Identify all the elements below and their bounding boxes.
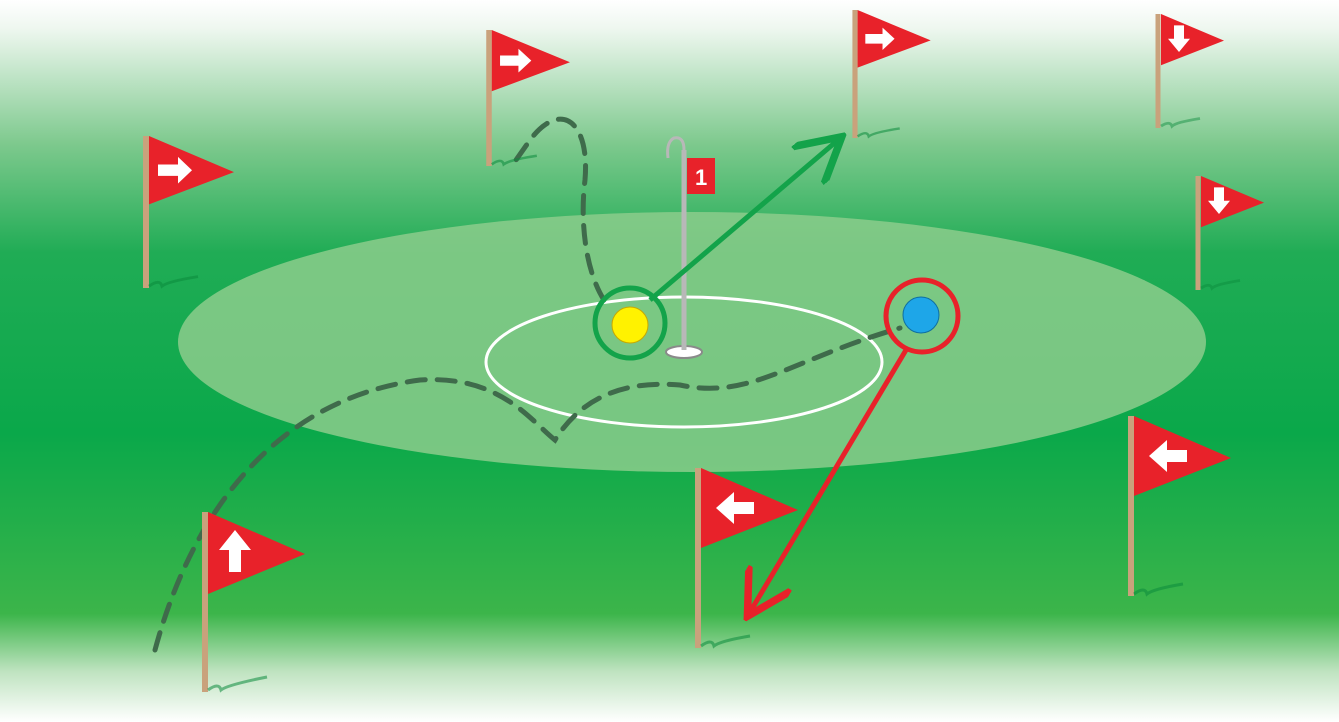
yellow-ball	[611, 306, 649, 344]
yellow-ball-marker	[592, 285, 668, 361]
putting-green	[178, 212, 1206, 472]
blue-ball	[902, 296, 940, 334]
ball-path-yellow	[513, 116, 607, 303]
red-arrow	[750, 348, 909, 612]
blue-ball-marker	[883, 277, 961, 355]
ball-path-blue	[152, 325, 903, 653]
pin-number-label: 1	[695, 165, 707, 190]
green-arrow	[648, 140, 838, 302]
pin-flag	[687, 158, 715, 194]
hole-pin: 1	[665, 136, 715, 359]
